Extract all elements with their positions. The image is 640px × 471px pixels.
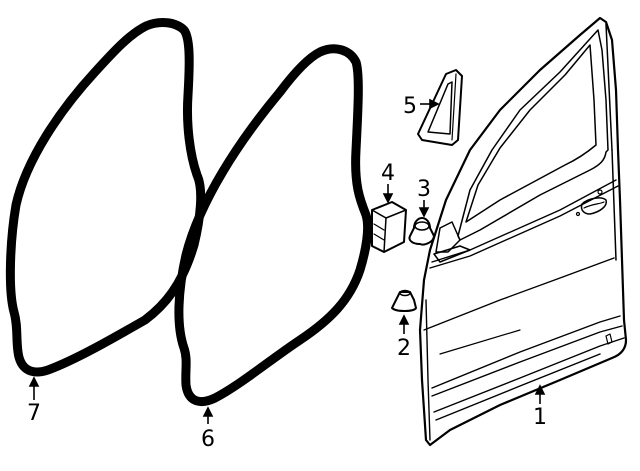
callout-2: 2	[397, 336, 411, 361]
callout-6: 6	[201, 427, 215, 452]
part-3-bumper	[408, 217, 435, 246]
callout-3: 3	[417, 177, 431, 202]
part-6-door-seal	[174, 44, 373, 406]
part-7-door-seal	[5, 18, 206, 377]
callout-5: 5	[403, 94, 417, 119]
part-4-stop-block	[371, 201, 407, 253]
part-1-door-shell	[418, 16, 628, 447]
callout-7: 7	[27, 401, 41, 426]
callout-1: 1	[533, 405, 547, 430]
part-2-bumper	[391, 289, 417, 312]
callout-arrows	[28, 98, 546, 424]
part-5-mirror-cover	[417, 69, 463, 146]
callout-4: 4	[381, 161, 395, 186]
